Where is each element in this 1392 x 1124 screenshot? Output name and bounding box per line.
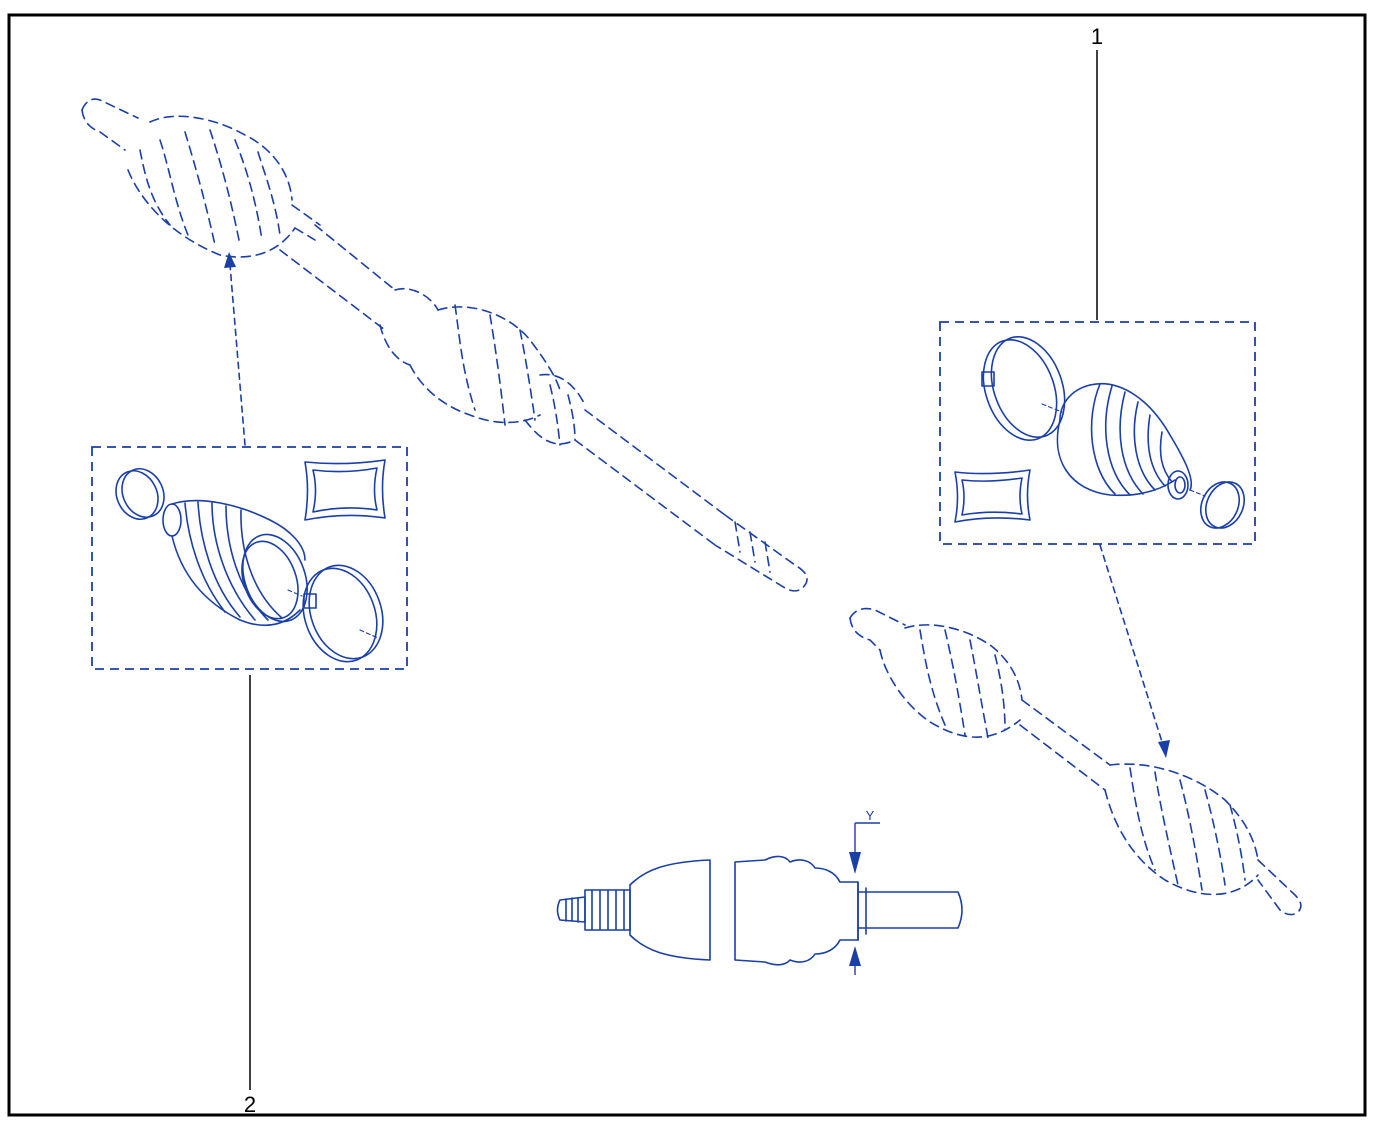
- grease-packet-1: [954, 469, 1031, 523]
- cv-boot-2: [162, 499, 308, 626]
- kit-2-arrow: [224, 252, 246, 446]
- callout-1: 1: [1091, 24, 1103, 320]
- dimension-y-label: Y: [866, 808, 875, 823]
- large-clamp-ring: [981, 335, 1066, 442]
- boot-kit-box-2: [91, 446, 408, 670]
- kit-1-arrow: [1099, 544, 1170, 758]
- large-clamp-ring-2: [302, 564, 384, 663]
- boot-kit-box-1: [939, 321, 1256, 545]
- callout-2-label: 2: [244, 1092, 256, 1117]
- cv-boot-1: [1056, 382, 1192, 500]
- diagram-frame: [7, 13, 1367, 1117]
- small-clamp-ring-2: [115, 468, 165, 520]
- callout-1-label: 1: [1091, 24, 1103, 49]
- upper-driveshaft-assembly: [81, 98, 808, 592]
- callout-2: 2: [244, 675, 256, 1117]
- grease-packet-2: [304, 459, 386, 521]
- dimension-y-indicator: Y: [849, 808, 880, 975]
- lower-driveshaft-assembly: [849, 607, 1302, 916]
- small-clamp-ring: [1199, 481, 1246, 529]
- boot-position-detail: [556, 855, 963, 966]
